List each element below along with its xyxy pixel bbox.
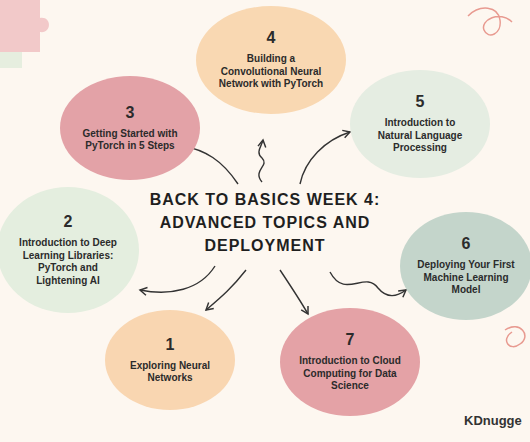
arrow [259, 140, 264, 182]
squiggle [468, 8, 512, 35]
squiggle [505, 327, 525, 347]
topic-ellipse: 4Building a Convolutional Neural Network… [196, 6, 346, 114]
topic-title: Introduction to Deep Learning Libraries:… [16, 237, 121, 287]
arrow [206, 270, 246, 310]
topic-title: Exploring Neural Networks [122, 360, 218, 385]
topic-ellipse: 7Introduction to Cloud Computing for Dat… [280, 308, 420, 416]
topic-number: 6 [417, 235, 515, 253]
arrow [280, 270, 308, 314]
topic-ellipse: 3Getting Started with PyTorch in 5 Steps [60, 76, 200, 180]
watermark: KDnugge [464, 413, 522, 428]
diagram-title: BACK TO BASICS WEEK 4: ADVANCED TOPICS A… [140, 188, 390, 258]
topic-number: 4 [216, 29, 327, 47]
arrow [330, 272, 406, 296]
topic-title: Introduction to Cloud Computing for Data… [298, 355, 402, 393]
topic-ellipse: 1Exploring Neural Networks [105, 310, 235, 410]
topic-title: Getting Started with PyTorch in 5 Steps [78, 128, 182, 153]
arrow [300, 132, 350, 184]
topic-title: Introduction to Natural Language Process… [368, 117, 472, 155]
topic-number: 2 [16, 213, 121, 231]
topic-ellipse: 6Deploying Your First Machine Learning M… [400, 212, 530, 320]
puzzle-piece [0, 0, 49, 68]
topic-ellipse: 5Introduction to Natural Language Proces… [350, 70, 490, 178]
topic-number: 5 [368, 93, 472, 111]
topic-title: Deploying Your First Machine Learning Mo… [417, 259, 515, 297]
topic-ellipse: 2Introduction to Deep Learning Libraries… [0, 187, 139, 313]
topic-number: 1 [122, 336, 218, 354]
topic-number: 3 [78, 104, 182, 122]
topic-number: 7 [298, 331, 402, 349]
arrow [140, 266, 215, 292]
topic-title: Building a Convolutional Neural Network … [216, 53, 327, 91]
